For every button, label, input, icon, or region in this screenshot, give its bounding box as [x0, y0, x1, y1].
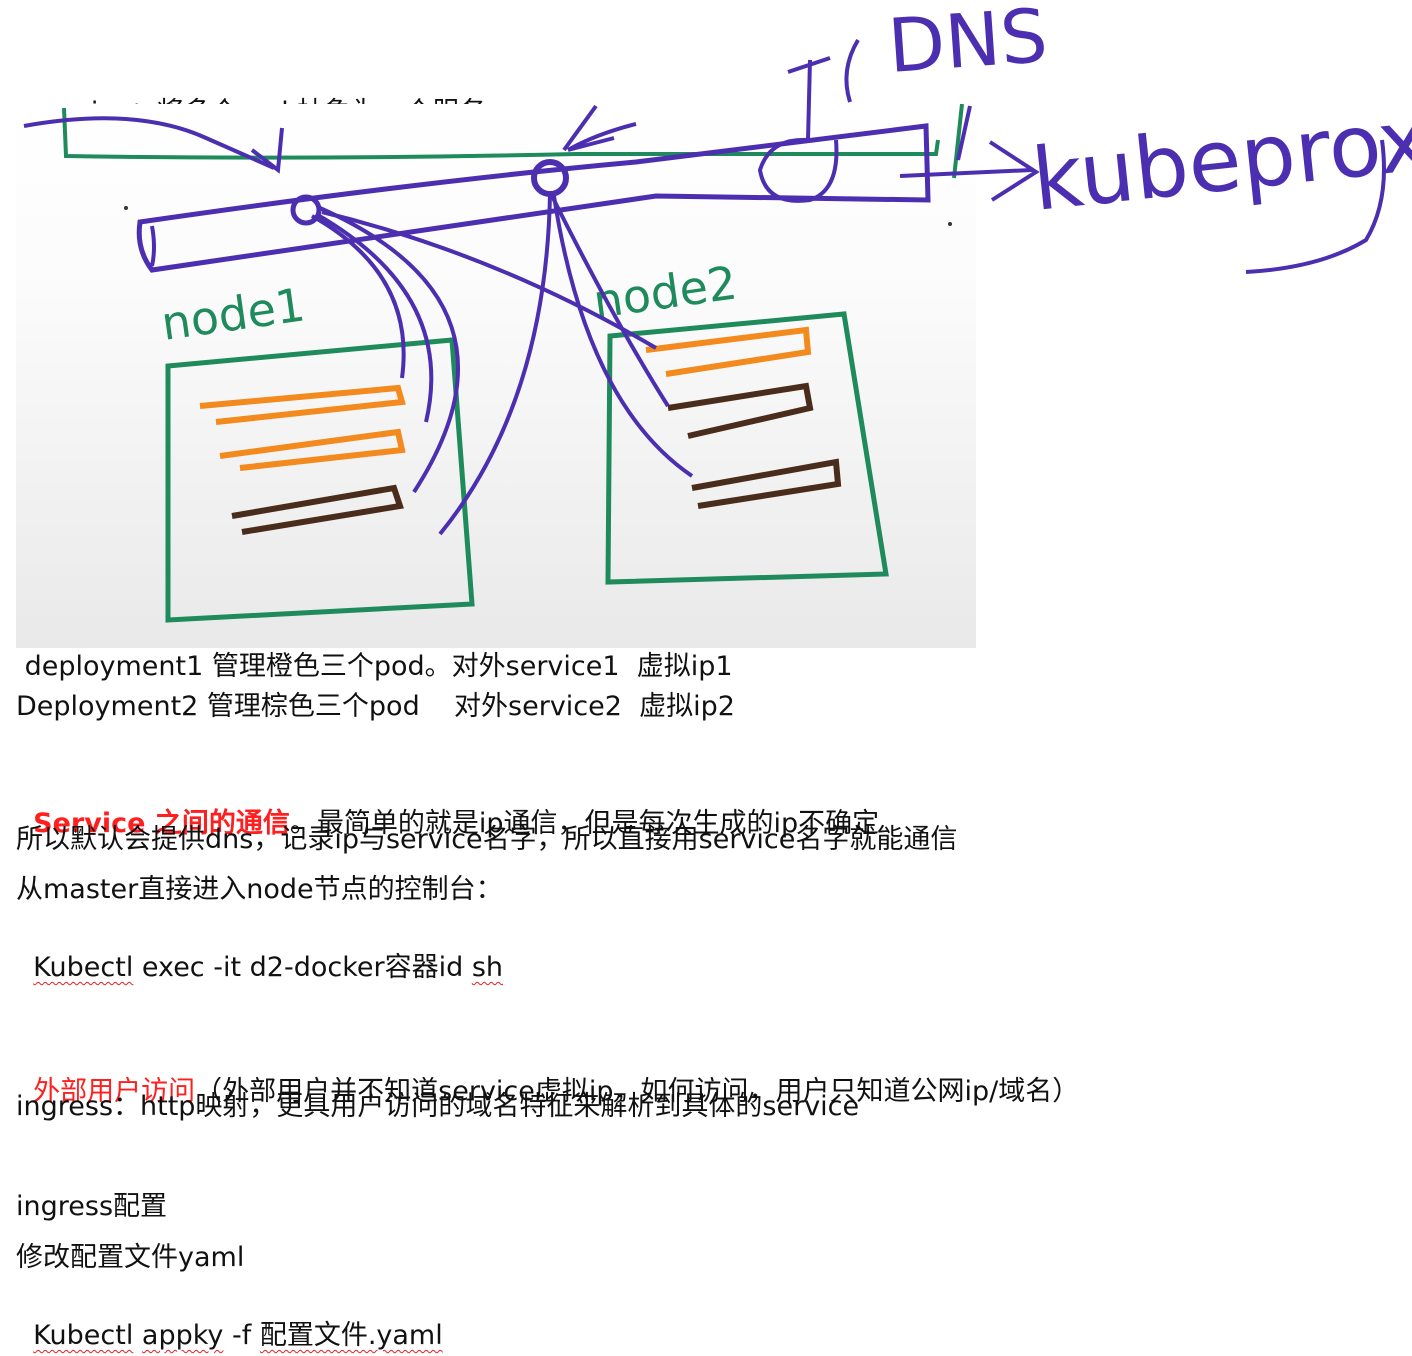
node2-pod-brown-1	[667, 382, 814, 439]
node1-outline	[165, 337, 475, 623]
config-file-word: 配置文件.yaml	[259, 1320, 443, 1351]
overlay-arrow-to-dns	[757, 56, 839, 203]
kubectl-word: Kubectl	[33, 952, 134, 983]
incoming-arrow-left	[23, 116, 275, 170]
ingress-line: ingress：http映射，更具用户访问的域名特征来解析到具体的service	[16, 1091, 860, 1122]
node2-pod-brown-2	[691, 458, 842, 509]
route-s1-pod3	[319, 206, 460, 494]
ingress-config-title: ingress配置	[16, 1191, 168, 1222]
apply-command-line: Kubectl appky -f 配置文件.yaml	[16, 1285, 443, 1353]
service-tube-inner	[150, 225, 156, 267]
exec-command-line: Kubectl exec -it d2-docker容器id sh	[16, 917, 503, 985]
appky-word: appky	[141, 1320, 224, 1351]
service1-endpoint	[290, 194, 322, 226]
handwritten-overlay: DNS kubeproxy	[757, 0, 1412, 274]
dot-left	[124, 206, 128, 210]
incoming-arrow-left-head	[250, 127, 284, 174]
sh-word: sh	[471, 952, 504, 983]
service-dns-line: 所以默认会提供dns，记录ip与service名字，所以直接用service名字…	[16, 824, 958, 855]
external-access-text: （外部用户并不知道service虚拟ip，如何访问，用户只知道公网ip/域名）	[195, 1076, 1080, 1107]
service-diagram-sketch: node1 node2	[16, 104, 976, 648]
cluster-line-right	[952, 104, 964, 179]
overlay-connector	[956, 105, 972, 161]
ingress-config-edit: 修改配置文件yaml	[16, 1242, 245, 1273]
dns-annotation: DNS	[885, 0, 1050, 90]
node2-outline	[605, 311, 889, 585]
overlay-paren	[844, 38, 860, 103]
service-comm-line: Service 之间的通信。最简单的就是ip通信，但是每次生成的ip不确定	[16, 773, 879, 841]
node2-pod-orange	[645, 326, 812, 377]
external-access-title: 外部用户访问	[33, 1076, 196, 1107]
external-access-line: 外部用户访问（外部用户并不知道service虚拟ip，如何访问，用户只知道公网i…	[16, 1041, 1079, 1109]
service-comm-title: Service 之间的通信	[33, 808, 290, 839]
apply-args: -f	[223, 1320, 260, 1351]
cluster-line	[62, 107, 940, 160]
incoming-arrow-center	[562, 104, 637, 152]
service-comm-text: 。最简单的就是ip通信，但是每次生成的ip不确定	[289, 808, 880, 839]
overlay-arrow-to-kubeproxy	[899, 140, 1040, 202]
route-s1-to-node2	[321, 210, 658, 350]
route-s2-cross	[438, 193, 552, 536]
route-s1-pod1	[311, 214, 406, 379]
deployment1-line: deployment1 管理橙色三个pod。对外service1 虚拟ip1	[16, 651, 733, 682]
kubeproxy-annotation: kubeproxy	[1028, 85, 1412, 231]
route-s2-pod2	[552, 195, 694, 478]
exec-args: exec -it d2-docker容器id	[133, 952, 472, 983]
dot-right	[948, 222, 952, 226]
overlay-underline	[1245, 139, 1386, 274]
service-tube	[136, 123, 931, 273]
kubectl-word-2: Kubectl	[33, 1320, 134, 1351]
node1-pod-orange-1	[199, 384, 406, 425]
master-node-line: 从master直接进入node节点的控制台：	[16, 874, 503, 905]
node1-pod-orange-2	[219, 428, 406, 471]
node1-pod-brown	[231, 484, 404, 535]
route-s1-pod2	[315, 212, 434, 423]
sketch-background	[16, 104, 976, 648]
route-s2-pod1	[550, 195, 670, 408]
deployment2-line: Deployment2 管理棕色三个pod 对外service2 虚拟ip2	[16, 691, 735, 722]
